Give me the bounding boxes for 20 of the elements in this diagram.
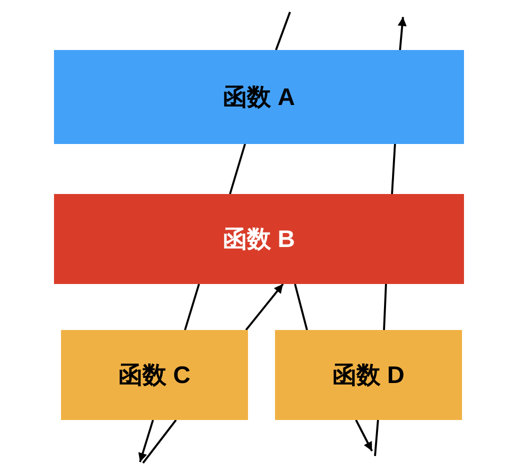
connector-line	[294, 284, 308, 330]
function-box	[54, 50, 464, 144]
connector-line	[275, 12, 291, 50]
function-box	[275, 330, 462, 420]
arrow	[245, 283, 284, 331]
connector-line	[383, 284, 387, 330]
arrow	[398, 16, 407, 50]
function-box	[54, 194, 464, 284]
connector-line	[229, 144, 246, 194]
connector-line	[391, 144, 396, 194]
function-box	[61, 330, 248, 420]
connector-line	[374, 420, 379, 456]
node-label: 函数 C	[118, 361, 190, 391]
node-label: 函数 B	[223, 225, 295, 255]
connector-line	[184, 284, 200, 330]
connector-line	[142, 419, 177, 464]
node-label: 函数 D	[332, 361, 404, 391]
arrow	[355, 420, 373, 452]
node-label: 函数 A	[223, 83, 295, 113]
arrow	[138, 420, 154, 462]
